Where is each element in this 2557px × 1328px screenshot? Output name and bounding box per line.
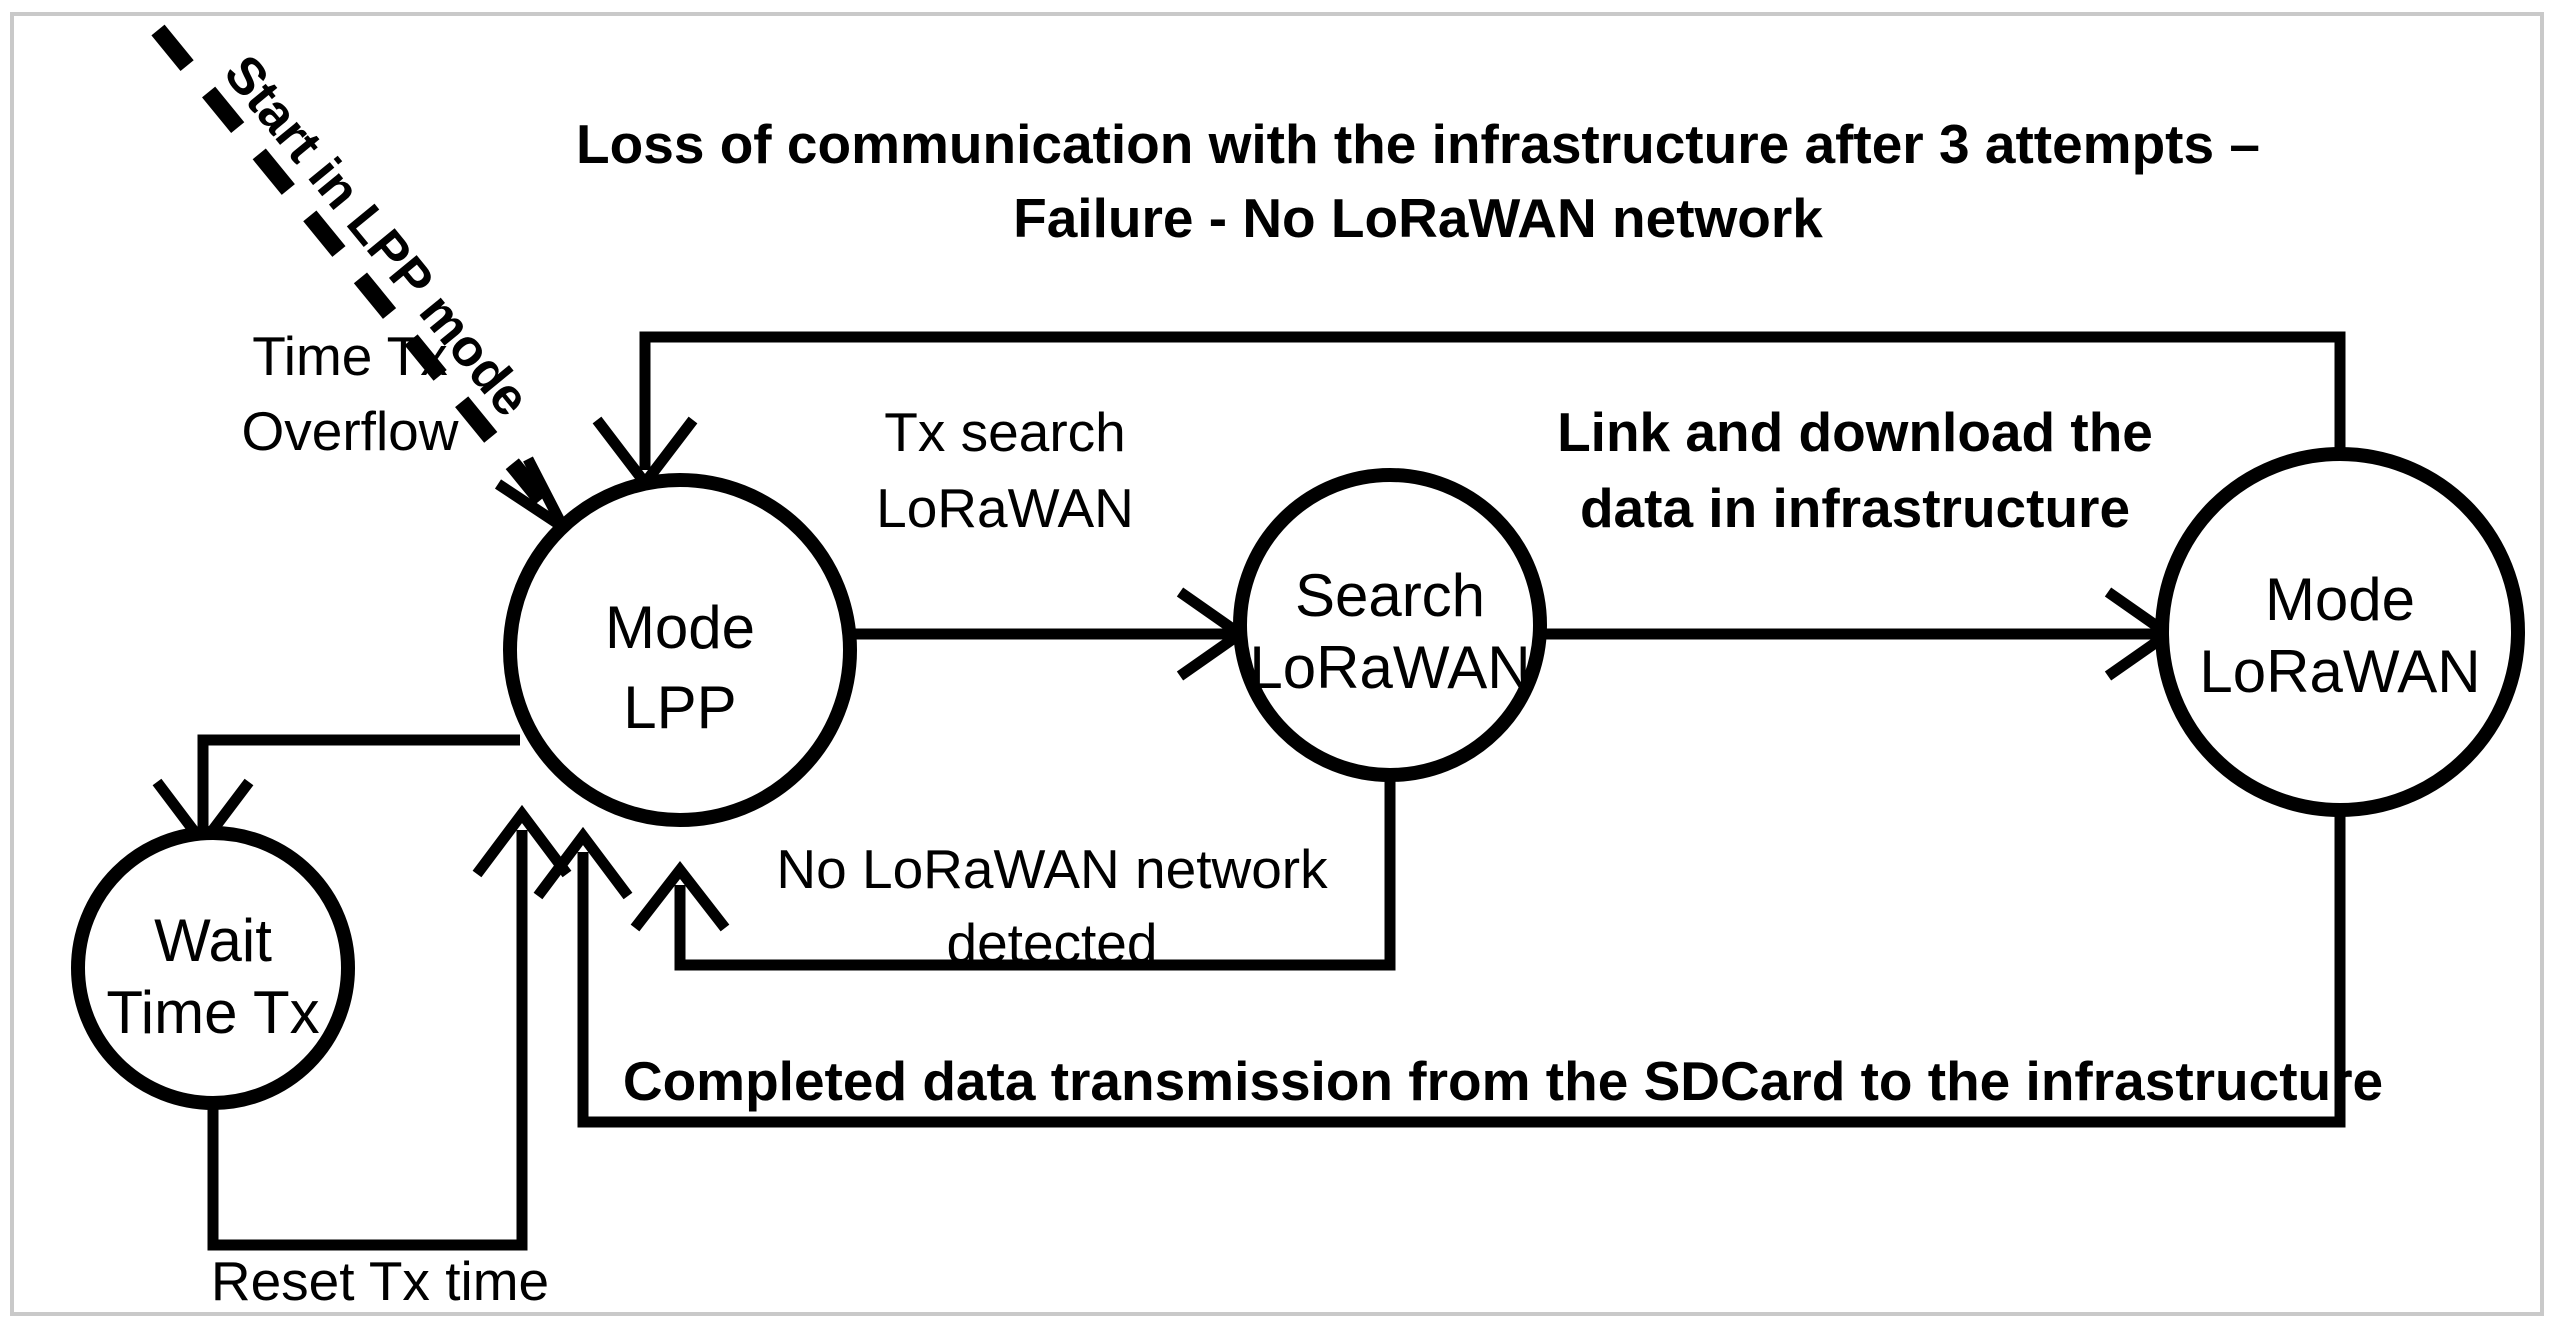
edge-label-link-download-line2: data in infrastructure [1580,477,2130,539]
edge-label-tx-search-line1: Tx search [884,401,1125,463]
node-mode-lpp-line1: Mode [605,594,755,661]
edge-reset-tx-time [207,804,572,1251]
node-mode-lorawan[interactable]: Mode LoRaWAN [2155,447,2525,817]
node-wait-time-tx-line2: Time Tx [106,979,319,1046]
edge-label-link-download-line1: Link and download the [1557,401,2153,463]
node-mode-lpp-line2: LPP [623,674,736,741]
edge-label-time-tx-overflow-line1: Time Tx [252,325,448,387]
edge-label-reset-tx-time: Reset Tx time [211,1250,549,1312]
node-wait-time-tx-line1: Wait [154,907,272,974]
diagram-frame [10,12,2544,1316]
edge-label-loss-comm-line1: Loss of communication with the infrastru… [576,113,2260,175]
edge-label-time-tx-overflow-line2: Overflow [242,400,459,462]
node-search-lorawan[interactable]: Search LoRaWAN [1233,468,1547,782]
edge-completed-tx [533,810,2346,1128]
node-search-lorawan-line1: Search [1295,562,1485,629]
node-mode-lorawan-line1: Mode [2265,566,2415,633]
edge-no-network [630,775,1396,971]
node-mode-lpp[interactable]: Mode LPP [503,473,857,827]
edge-tx-search [850,587,1250,681]
node-wait-time-tx[interactable]: Wait Time Tx [71,826,355,1110]
edge-label-loss-comm-line2: Failure - No LoRaWAN network [1013,187,1823,249]
node-search-lorawan-line2: LoRaWAN [1249,634,1530,701]
edge-label-tx-search-line2: LoRaWAN [876,477,1134,539]
edge-link-download [1540,587,2178,681]
edge-label-completed-tx: Completed data transmission from the SDC… [623,1050,2383,1112]
node-mode-lorawan-line2: LoRaWAN [2199,638,2480,705]
edge-label-no-network-line1: No LoRaWAN network [776,838,1328,900]
edge-label-no-network-line2: detected [946,912,1157,974]
